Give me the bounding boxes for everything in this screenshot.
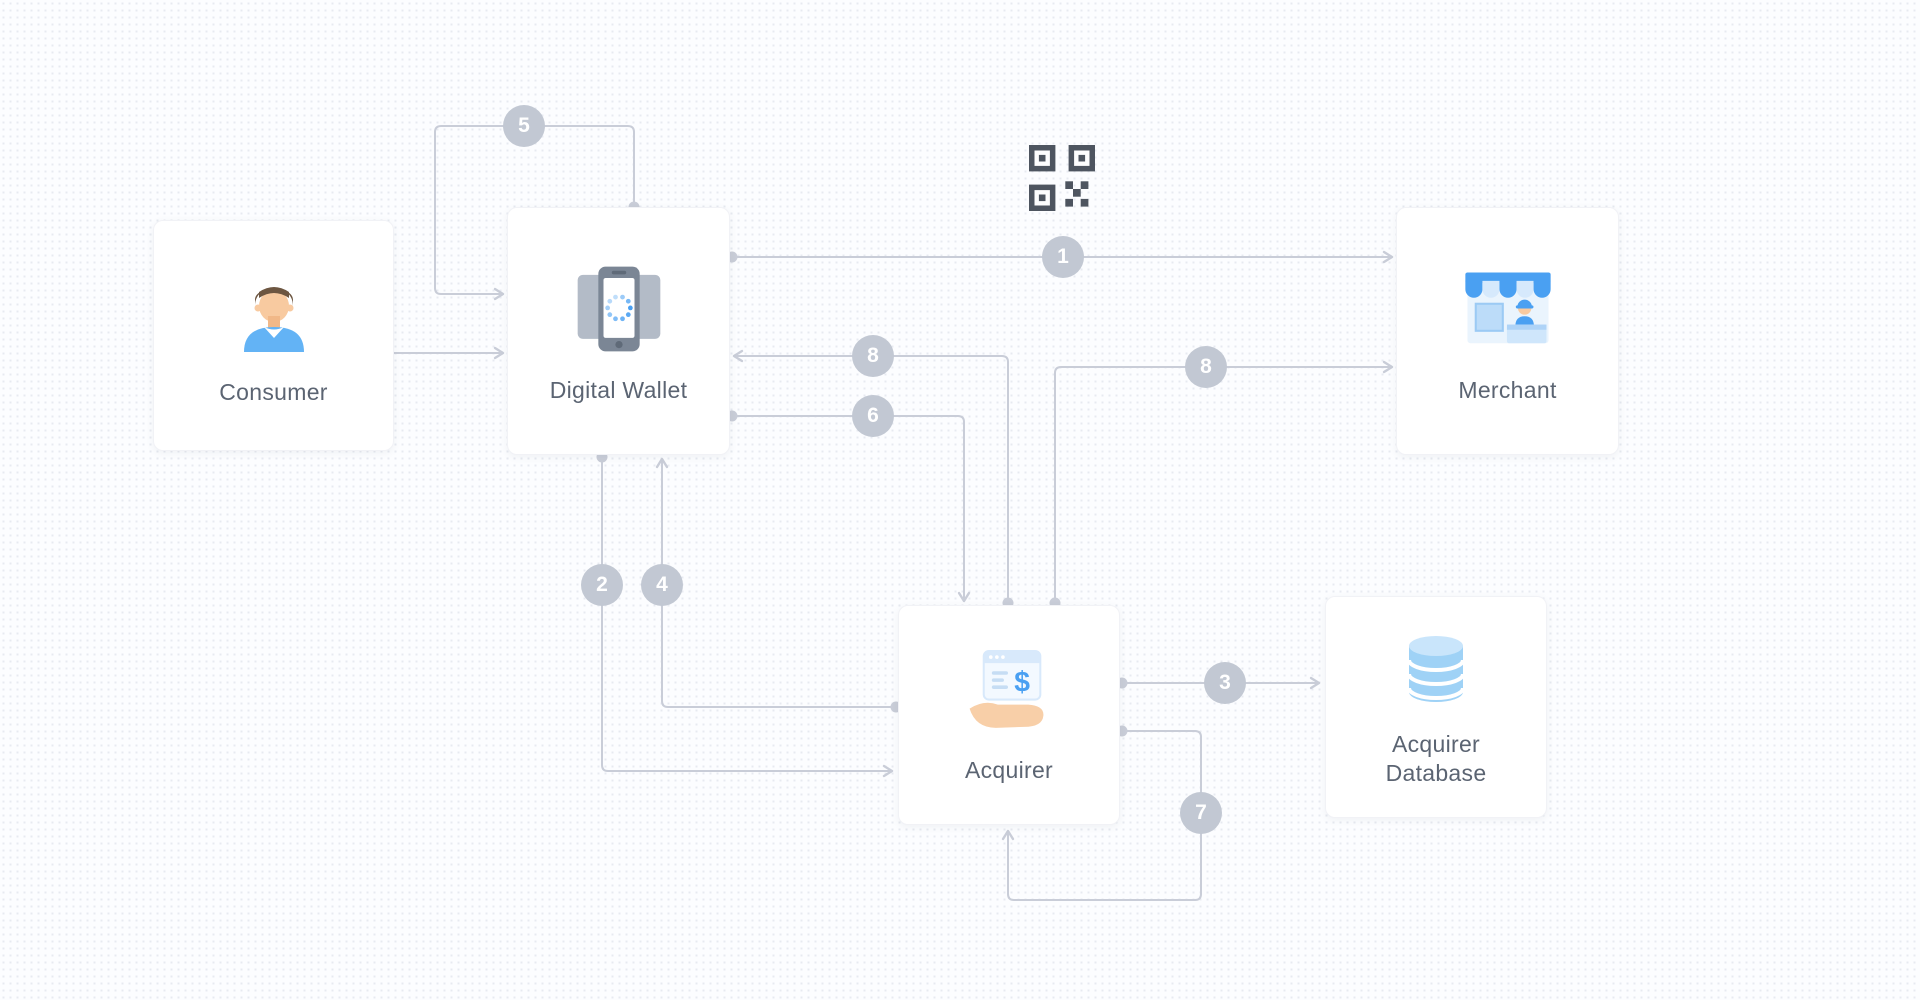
node-consumer: Consumer xyxy=(153,220,394,451)
smartphone-spinner-icon xyxy=(577,266,660,351)
node-digital-wallet: Digital Wallet xyxy=(507,207,730,455)
step-badge-8a: 8 xyxy=(852,335,894,377)
node-label-consumer: Consumer xyxy=(219,379,328,406)
person-icon xyxy=(243,287,304,353)
node-label-acquirer-database: Acquirer Database xyxy=(1385,731,1487,786)
qr-code-icon xyxy=(1029,145,1095,211)
edge-step-8a xyxy=(732,349,1014,609)
edge-step-6 xyxy=(726,410,971,603)
database-icon xyxy=(1407,636,1465,703)
step-badge-7: 7 xyxy=(1180,792,1222,834)
edge-step-7 xyxy=(1001,725,1202,901)
step-badge-2: 2 xyxy=(581,564,623,606)
step-badge-5: 5 xyxy=(503,105,545,147)
node-label-merchant: Merchant xyxy=(1458,376,1557,403)
step-badge-4: 4 xyxy=(641,564,683,606)
node-acquirer-database: Acquirer Database xyxy=(1325,596,1547,818)
node-acquirer: $ Acquirer xyxy=(898,605,1120,825)
node-merchant: Merchant xyxy=(1396,207,1619,455)
step-badge-6: 6 xyxy=(852,395,894,437)
edge-step-4 xyxy=(655,457,902,713)
step-badge-8b: 8 xyxy=(1185,346,1227,388)
edge-step-8b xyxy=(1049,360,1394,609)
edge-step-5 xyxy=(434,125,640,301)
payment-window-hand-icon: $ xyxy=(969,649,1044,728)
node-label-acquirer: Acquirer xyxy=(964,756,1054,783)
node-label-digital-wallet: Digital Wallet xyxy=(549,376,688,403)
step-badge-1: 1 xyxy=(1042,236,1084,278)
edge-step-2 xyxy=(596,451,894,778)
dollar-sign: $ xyxy=(1014,665,1030,697)
step-badge-3: 3 xyxy=(1204,662,1246,704)
storefront-icon xyxy=(1464,272,1551,343)
